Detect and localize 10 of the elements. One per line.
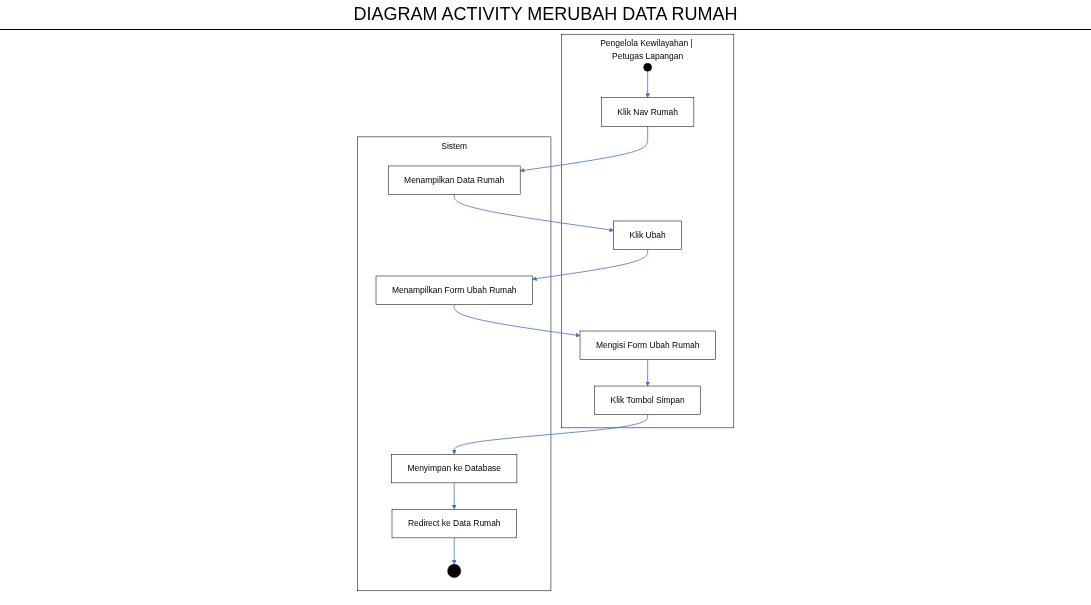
- node-box: Klik Nav Rumah: [601, 97, 694, 127]
- node-box: Mengisi Form Ubah Rumah: [579, 330, 716, 360]
- node-box: Menampilkan Form Ubah Rumah: [375, 275, 533, 305]
- node-box: Menampilkan Data Rumah: [387, 165, 521, 195]
- node-box: Klik Tombol Simpan: [594, 385, 701, 415]
- diagram-title: DIAGRAM ACTIVITY MERUBAH DATA RUMAH: [0, 0, 1091, 30]
- node-circle: [643, 63, 652, 72]
- node-box: Menyimpan ke Database: [391, 454, 518, 484]
- node-box: Redirect ke Data Rumah: [391, 509, 517, 539]
- node-box: Klik Ubah: [613, 220, 682, 250]
